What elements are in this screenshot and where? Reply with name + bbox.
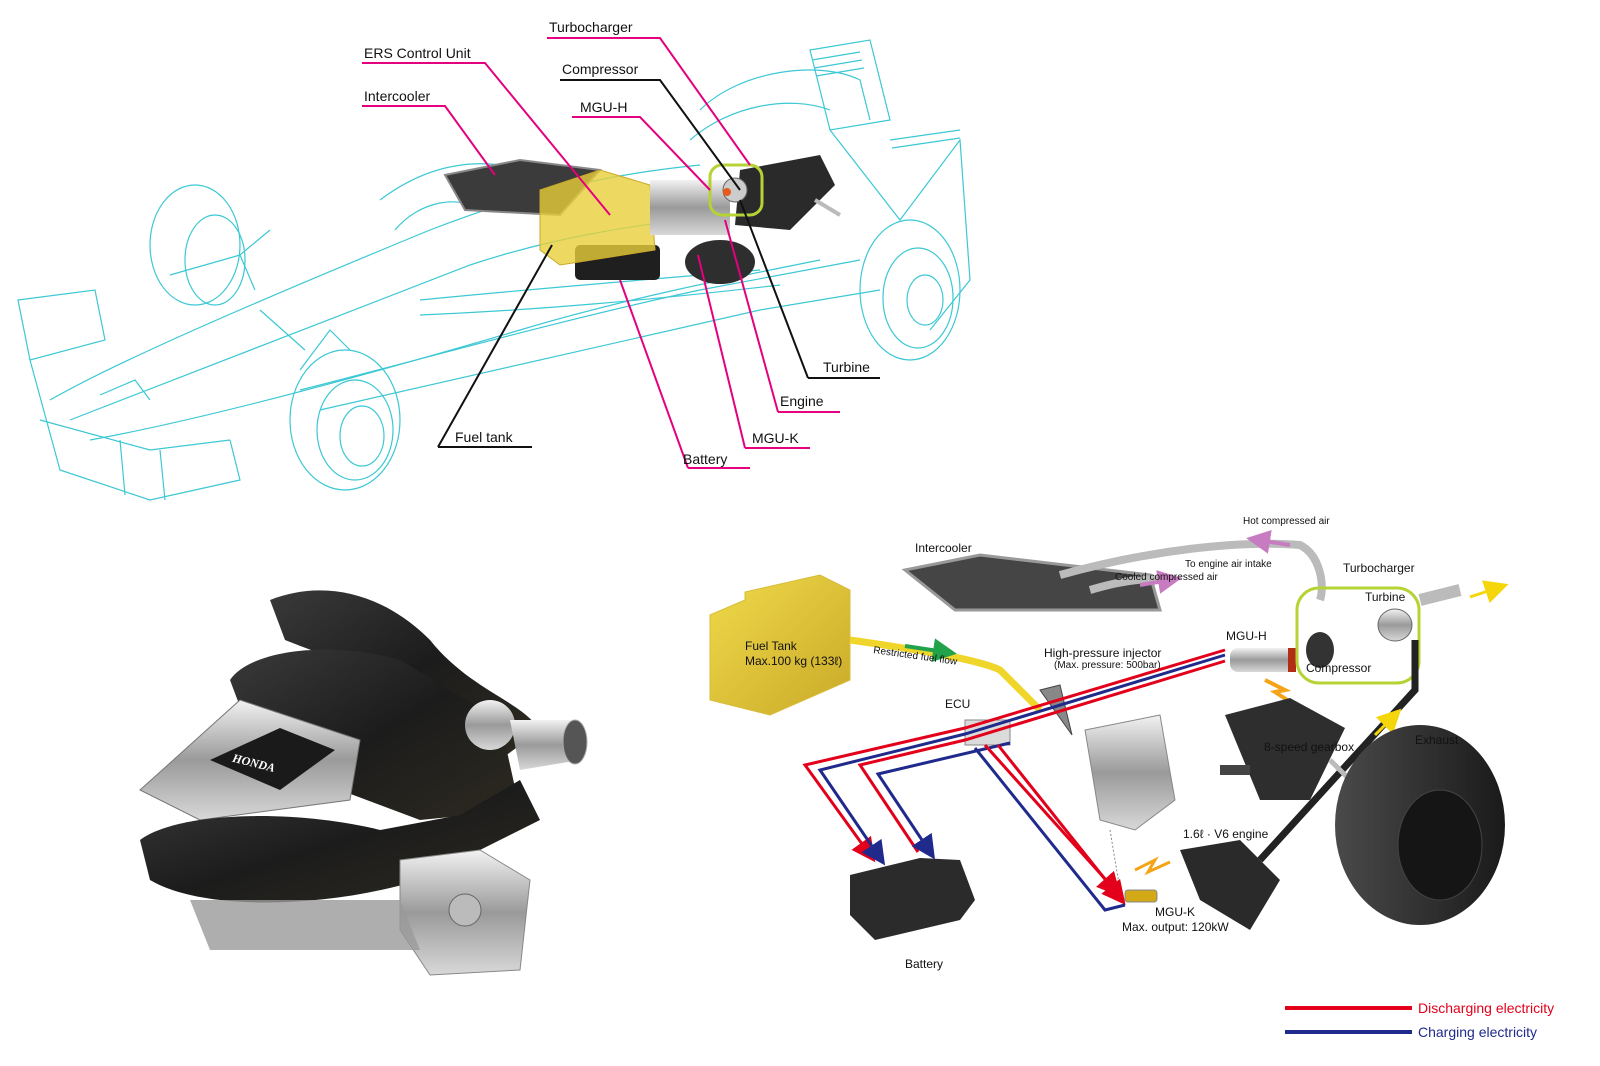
label-exhaust: Exhaust bbox=[1415, 733, 1459, 747]
label-mgu-k: MGU-K bbox=[752, 430, 799, 446]
label-injector: High-pressure injector bbox=[1044, 646, 1161, 660]
mgu-k-block bbox=[1124, 889, 1158, 903]
honda-engine-photo: HONDA bbox=[139, 590, 588, 976]
label-engine: Engine bbox=[780, 393, 824, 409]
label-hot-compressed-air: Hot compressed air bbox=[1243, 516, 1330, 527]
label-mgu-k: MGU-K bbox=[1155, 905, 1195, 919]
label-gearbox: 8-speed gearbox bbox=[1264, 740, 1354, 754]
gearbox-block bbox=[1225, 698, 1345, 800]
label-turbocharger: Turbocharger bbox=[549, 19, 633, 35]
legend-label-charging: Charging electricity bbox=[1418, 1024, 1537, 1040]
label-engine: 1.6ℓ · V6 engine bbox=[1183, 827, 1269, 841]
wire-discharge-1 bbox=[802, 648, 1226, 863]
label-turbocharger: Turbocharger bbox=[1343, 561, 1415, 575]
battery-block bbox=[850, 858, 975, 940]
turbocharger-ring bbox=[1295, 586, 1421, 685]
label-cooled-compressed-air: Cooled compressed air bbox=[1115, 572, 1218, 583]
wire-discharge-2 bbox=[857, 659, 1226, 853]
exhaust-manifold bbox=[1180, 840, 1280, 930]
label-intercooler: Intercooler bbox=[915, 541, 972, 555]
mgu-k-housing bbox=[685, 240, 755, 284]
label-turbine: Turbine bbox=[1365, 590, 1406, 604]
label-fuel-tank-capacity: Max.100 kg (133ℓ) bbox=[745, 654, 842, 668]
label-battery: Battery bbox=[683, 451, 727, 467]
label-battery: Battery bbox=[905, 957, 943, 971]
wire-charge-2 bbox=[875, 741, 1011, 860]
legend-label-discharging: Discharging electricity bbox=[1418, 1000, 1554, 1016]
top-labels: Turbocharger ERS Control Unit Compressor… bbox=[364, 19, 870, 467]
label-injector-pressure: (Max. pressure: 500bar) bbox=[1054, 660, 1161, 671]
label-fuel-tank: Fuel tank bbox=[455, 429, 514, 445]
engine-block bbox=[1084, 714, 1176, 831]
label-mgu-k-output: Max. output: 120kW bbox=[1122, 920, 1229, 934]
fuel-tank-block bbox=[709, 574, 851, 716]
label-compressor: Compressor bbox=[1306, 661, 1371, 675]
electric-wiring bbox=[802, 648, 1226, 912]
wire-charge-3 bbox=[973, 747, 1126, 912]
fuel-tank-part bbox=[539, 169, 656, 266]
label-mgu-h: MGU-H bbox=[580, 99, 627, 115]
leader-lines bbox=[362, 37, 880, 469]
label-fuel-tank: Fuel Tank bbox=[745, 639, 798, 653]
mgu-h-block bbox=[1230, 648, 1295, 672]
legend: Discharging electricity Charging electri… bbox=[1285, 1000, 1554, 1040]
label-to-engine-air-intake: To engine air intake bbox=[1185, 559, 1272, 570]
label-intercooler: Intercooler bbox=[364, 88, 430, 104]
schematic-labels: Intercooler Hot compressed air To engine… bbox=[745, 516, 1459, 971]
label-compressor: Compressor bbox=[562, 61, 639, 77]
label-mgu-h: MGU-H bbox=[1226, 629, 1267, 643]
wire-discharge-4 bbox=[996, 744, 1126, 906]
car-components bbox=[443, 155, 842, 284]
label-ecu: ECU bbox=[945, 697, 970, 711]
label-ers-control-unit: ERS Control Unit bbox=[364, 45, 471, 61]
wire-charge-1 bbox=[817, 653, 1226, 866]
label-turbine: Turbine bbox=[823, 359, 870, 375]
engine-part bbox=[650, 180, 730, 235]
system-schematic bbox=[709, 529, 1509, 940]
